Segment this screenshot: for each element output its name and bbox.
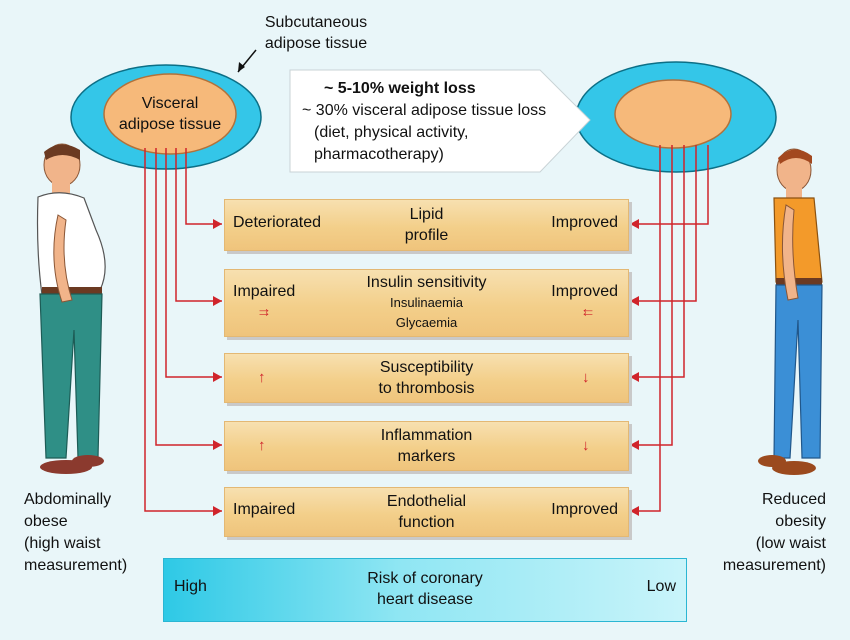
caption-line: (high waist	[24, 535, 101, 552]
subcutaneous-label-line2: adipose tissue	[264, 35, 368, 52]
row-title-line: to thrombosis	[378, 380, 475, 397]
callout-title: ~ 5-10% weight loss	[324, 80, 476, 97]
decrease-arrow: ↓	[582, 437, 590, 454]
connector-right-arrowhead	[630, 219, 639, 229]
row-title-line: Susceptibility	[379, 359, 474, 376]
increase-arrows: ↑↑	[256, 307, 273, 314]
outcome-row-insulin-sensitivity: Impaired ↑↑ Insulin sensitivity Insulina…	[224, 269, 629, 337]
subcutaneous-tissue-label: Subcutaneous adipose tissue	[256, 12, 376, 54]
right-person-shirt	[773, 197, 823, 283]
left-person-caption: Abdominally obese (high waist measuremen…	[24, 489, 127, 577]
row-title: Endothelial function	[225, 491, 628, 533]
connector-left	[165, 148, 222, 378]
connector-right	[630, 145, 661, 512]
right-person-pants	[773, 284, 823, 459]
row-left-label: Impaired	[233, 283, 296, 300]
abdominally-obese-person	[36, 143, 106, 474]
risk-title-line: heart disease	[376, 591, 474, 608]
connector-right	[630, 145, 673, 446]
connector-right	[630, 145, 709, 225]
row-title: Insulin sensitivity Insulinaemia Glycaem…	[225, 272, 628, 333]
connector-right	[630, 145, 685, 378]
connector-left	[144, 148, 222, 512]
outcome-row-endothelial-function: Impaired Endothelial function Improved	[224, 487, 629, 537]
caption-line: measurement)	[722, 557, 826, 574]
connector-right-arrowhead	[630, 296, 639, 306]
visceral-label-line2: adipose tissue	[118, 116, 222, 133]
row-left-label: Deteriorated	[233, 214, 322, 231]
decrease-arrows: ↓↓	[580, 307, 597, 314]
increase-arrow: ↑	[258, 437, 266, 454]
risk-low-label: Low	[646, 578, 676, 595]
connector-right-arrowhead	[630, 440, 639, 450]
increase-arrow: ↑	[258, 369, 266, 386]
connector-left-arrowhead	[213, 506, 222, 516]
subcutaneous-pointer-head	[238, 62, 245, 72]
connector-left-arrowhead	[213, 219, 222, 229]
left-person-pants	[39, 293, 103, 459]
connector-left	[155, 148, 222, 446]
decrease-arrow: ↓	[582, 369, 590, 386]
row-right-label: Improved	[551, 283, 618, 300]
weight-loss-callout-arrow	[289, 69, 591, 173]
visceral-tissue-right	[614, 79, 732, 149]
row-title-line: profile	[404, 227, 449, 244]
connector-right	[630, 145, 697, 302]
callout-line-3: pharmacotherapy)	[314, 146, 444, 163]
caption-line: Abdominally	[24, 491, 112, 508]
visceral-tissue-label: Visceral adipose tissue	[110, 93, 230, 135]
subcutaneous-label-line1: Subcutaneous	[264, 14, 368, 31]
connector-left-arrowhead	[213, 372, 222, 382]
connector-lines	[144, 145, 709, 512]
row-title: Inflammation markers	[225, 425, 628, 467]
connector-arrowheads	[213, 219, 639, 516]
outcome-row-inflammation: ↑ Inflammation markers ↓	[224, 421, 629, 471]
left-person-shirt	[36, 192, 106, 296]
row-right-label: Improved	[551, 214, 618, 231]
outcome-row-lipid-profile: Deteriorated Lipid profile Improved	[224, 199, 629, 251]
caption-line: Reduced	[761, 491, 826, 508]
connector-left-arrowhead	[213, 296, 222, 306]
visceral-tissue-left	[103, 73, 237, 155]
right-person-caption: Reduced obesity (low waist measurement)	[700, 489, 826, 577]
callout-line-1: ~ 30% visceral adipose tissue loss	[302, 102, 547, 119]
visceral-label-line1: Visceral	[141, 95, 199, 112]
caption-line: obese	[24, 513, 68, 530]
connector-right-arrowhead	[630, 506, 639, 516]
reduced-obesity-person	[758, 148, 823, 475]
row-title-line: Lipid	[409, 206, 444, 223]
row-right-label: Improved	[551, 501, 618, 518]
caption-line: obesity	[775, 513, 826, 530]
coronary-risk-bar: High Risk of coronary heart disease Low	[163, 558, 687, 622]
risk-title: Risk of coronary heart disease	[164, 568, 686, 610]
risk-title-line: Risk of coronary	[367, 570, 483, 587]
row-title-line: Endothelial	[386, 493, 467, 510]
row-title: Susceptibility to thrombosis	[225, 357, 628, 399]
outcome-row-thrombosis: ↑ Susceptibility to thrombosis ↓	[224, 353, 629, 403]
connector-left-arrowhead	[213, 440, 222, 450]
connector-left	[175, 148, 222, 302]
connector-left	[185, 148, 222, 225]
row-title: Lipid profile	[225, 204, 628, 246]
row-title-line: Inflammation	[380, 427, 473, 444]
row-sub-line: Insulinaemia	[390, 295, 463, 310]
row-title-line: markers	[397, 448, 456, 465]
connector-right-arrowhead	[630, 372, 639, 382]
risk-high-label: High	[174, 578, 207, 595]
row-left-label: Impaired	[233, 501, 296, 518]
callout-line-2: (diet, physical activity,	[314, 124, 469, 141]
caption-line: (low waist	[755, 535, 826, 552]
caption-line: measurement)	[24, 557, 128, 574]
weight-loss-callout: ~ 5-10% weight loss ~ 30% visceral adipo…	[300, 78, 546, 166]
row-title-line: Insulin sensitivity	[366, 274, 487, 291]
row-title-line: function	[398, 514, 455, 531]
row-sub-line: Glycaemia	[395, 315, 458, 330]
